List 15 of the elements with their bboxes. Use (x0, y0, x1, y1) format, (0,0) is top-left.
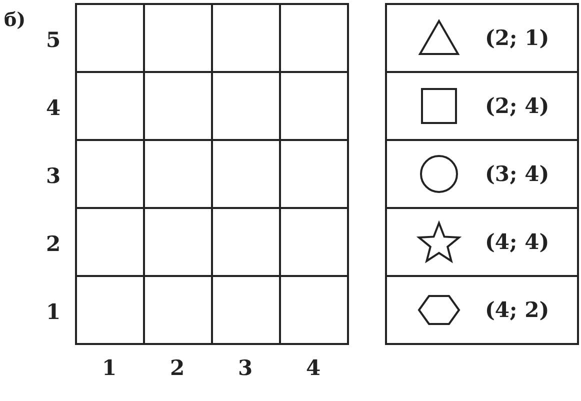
axis-number: 2 (46, 232, 61, 256)
coordinate-pair: (2; 4) (485, 94, 550, 118)
axis-number: 4 (46, 96, 61, 120)
axis-number: 3 (238, 356, 253, 380)
axis-number: 1 (102, 356, 117, 380)
coordinate-pair: (3; 4) (485, 162, 550, 186)
axis-number: 1 (46, 300, 61, 324)
axis-number: 2 (170, 356, 185, 380)
axis-number: 4 (306, 356, 321, 380)
coordinate-pair: (4; 4) (485, 230, 550, 254)
coordinate-pair: (2; 1) (485, 26, 550, 50)
axis-number: 5 (46, 28, 61, 52)
axis-number: 3 (46, 164, 61, 188)
coordinate-pair: (4; 2) (485, 298, 550, 322)
panel-label: б) (4, 8, 26, 32)
